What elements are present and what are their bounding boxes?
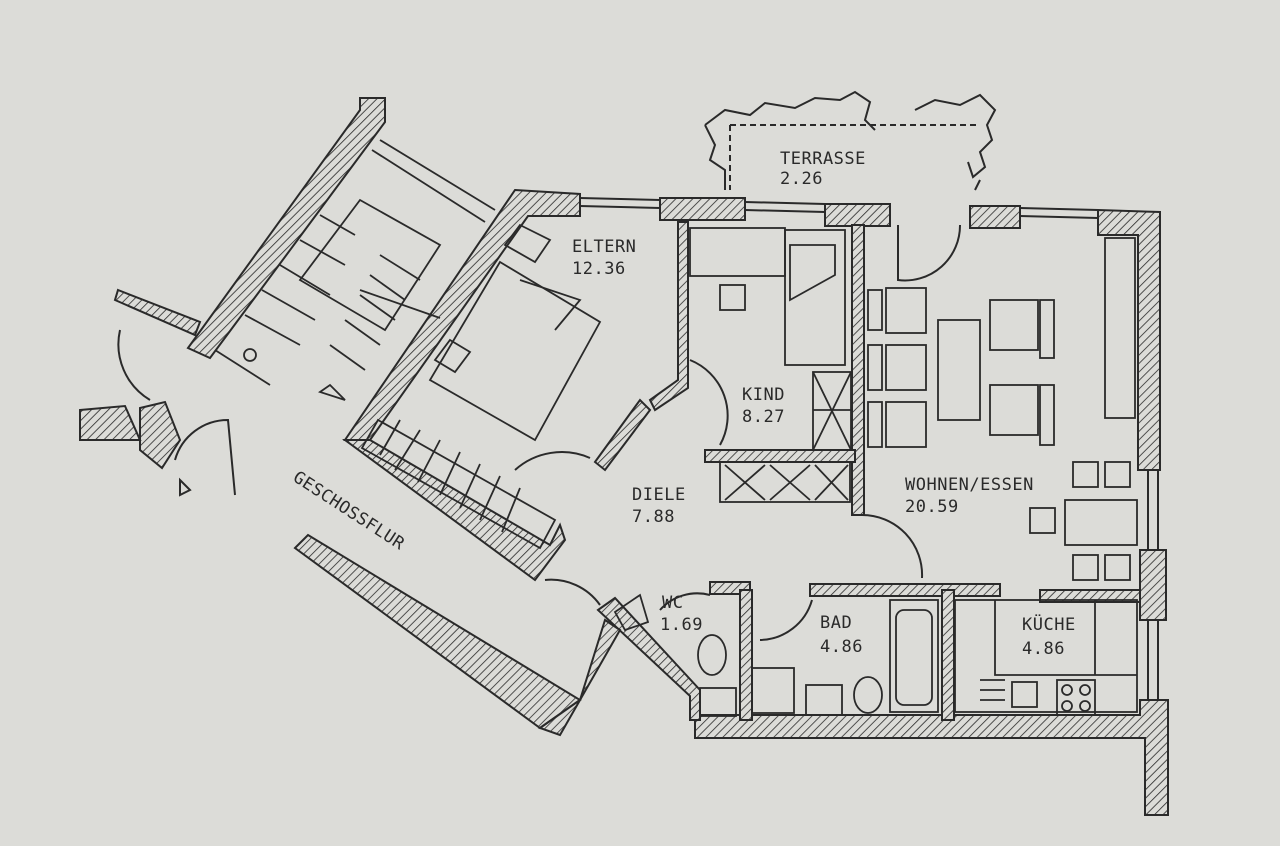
terrasse-area: 2.26 (780, 169, 823, 189)
wohnen-name: WOHNEN/ESSEN (905, 475, 1034, 495)
bad-name: BAD (820, 613, 852, 633)
kueche-name: KÜCHE (1022, 613, 1076, 635)
eltern-area: 12.36 (572, 259, 626, 279)
wohnen-area: 20.59 (905, 497, 959, 517)
walls (79, 97, 1169, 816)
diele-area: 7.88 (632, 507, 675, 527)
wc-area: 1.69 (660, 615, 703, 635)
bad-area: 4.86 (820, 637, 863, 657)
wc-name: WC (662, 593, 683, 613)
furniture (360, 223, 1138, 717)
kueche-area: 4.86 (1022, 639, 1065, 659)
terrace-plants (704, 90, 997, 191)
kind-name: KIND (742, 385, 785, 405)
diele-name: DIELE (632, 485, 686, 505)
eltern-name: ELTERN (572, 237, 636, 257)
terrasse-name: TERRASSE (780, 149, 866, 169)
staircase (214, 139, 496, 401)
doors (117, 224, 962, 641)
kind-area: 8.27 (742, 407, 785, 427)
